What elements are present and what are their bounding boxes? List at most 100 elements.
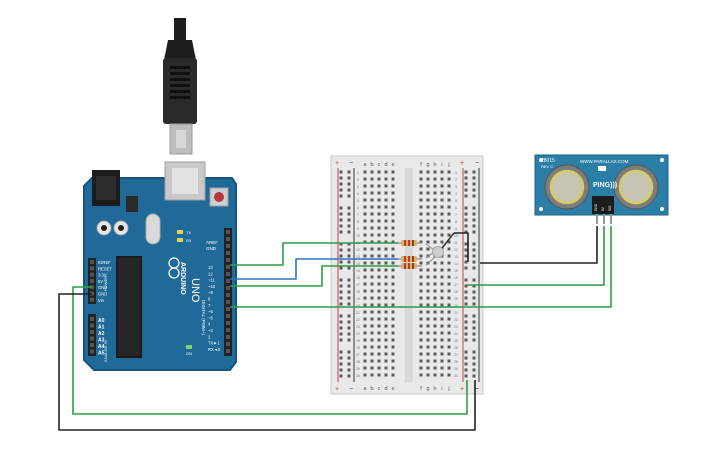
breadboard-hole[interactable]	[363, 226, 367, 230]
rail-hole[interactable]	[464, 182, 468, 186]
breadboard-hole[interactable]	[433, 233, 437, 237]
breadboard-hole[interactable]	[384, 366, 388, 370]
breadboard-hole[interactable]	[363, 177, 367, 181]
breadboard-hole[interactable]	[433, 184, 437, 188]
breadboard-hole[interactable]	[447, 268, 451, 272]
breadboard-hole[interactable]	[370, 184, 374, 188]
breadboard-hole[interactable]	[384, 170, 388, 174]
rail-hole[interactable]	[464, 206, 468, 210]
rgb-led[interactable]	[425, 232, 455, 266]
rail-hole[interactable]	[464, 296, 468, 300]
breadboard-hole[interactable]	[419, 247, 423, 251]
rail-hole[interactable]	[464, 350, 468, 354]
breadboard-hole[interactable]	[419, 226, 423, 230]
breadboard-hole[interactable]	[363, 198, 367, 202]
rail-hole[interactable]	[347, 314, 351, 318]
breadboard-hole[interactable]	[370, 345, 374, 349]
breadboard-hole[interactable]	[391, 366, 395, 370]
breadboard-hole[interactable]	[419, 261, 423, 265]
breadboard-hole[interactable]	[377, 345, 381, 349]
breadboard-hole[interactable]	[419, 254, 423, 258]
breadboard-hole[interactable]	[363, 338, 367, 342]
breadboard-hole[interactable]	[447, 345, 451, 349]
breadboard-hole[interactable]	[370, 261, 374, 265]
rail-hole[interactable]	[339, 194, 343, 198]
rail-hole[interactable]	[347, 260, 351, 264]
breadboard-hole[interactable]	[419, 240, 423, 244]
rail-hole[interactable]	[472, 362, 476, 366]
breadboard-hole[interactable]	[419, 331, 423, 335]
breadboard-hole[interactable]	[384, 184, 388, 188]
breadboard-hole[interactable]	[363, 352, 367, 356]
breadboard-hole[interactable]	[370, 289, 374, 293]
breadboard-hole[interactable]	[363, 184, 367, 188]
breadboard-hole[interactable]	[447, 226, 451, 230]
rail-hole[interactable]	[472, 260, 476, 264]
breadboard-hole[interactable]	[363, 247, 367, 251]
breadboard-hole[interactable]	[391, 338, 395, 342]
rail-hole[interactable]	[472, 266, 476, 270]
breadboard-hole[interactable]	[384, 359, 388, 363]
breadboard-hole[interactable]	[391, 317, 395, 321]
breadboard-hole[interactable]	[447, 205, 451, 209]
breadboard-hole[interactable]	[384, 261, 388, 265]
breadboard-hole[interactable]	[377, 177, 381, 181]
breadboard-hole[interactable]	[363, 219, 367, 223]
breadboard-hole[interactable]	[447, 184, 451, 188]
rail-hole[interactable]	[464, 368, 468, 372]
breadboard-hole[interactable]	[370, 198, 374, 202]
breadboard-hole[interactable]	[384, 303, 388, 307]
breadboard-hole[interactable]	[433, 366, 437, 370]
rail-hole[interactable]	[339, 368, 343, 372]
digital-pin-hole[interactable]	[226, 244, 230, 248]
breadboard-hole[interactable]	[440, 268, 444, 272]
rail-hole[interactable]	[347, 296, 351, 300]
analog-pin-hole[interactable]	[90, 330, 94, 334]
rail-hole[interactable]	[347, 230, 351, 234]
breadboard-hole[interactable]	[440, 359, 444, 363]
breadboard-hole[interactable]	[391, 359, 395, 363]
breadboard-hole[interactable]	[426, 170, 430, 174]
digital-pin-hole[interactable]	[226, 328, 230, 332]
breadboard-hole[interactable]	[370, 254, 374, 258]
breadboard-hole[interactable]	[440, 212, 444, 216]
breadboard-hole[interactable]	[391, 205, 395, 209]
breadboard-hole[interactable]	[447, 359, 451, 363]
power-pin-hole[interactable]	[90, 260, 94, 264]
resistor-2[interactable]	[397, 256, 422, 262]
rail-hole[interactable]	[339, 350, 343, 354]
breadboard-hole[interactable]	[377, 254, 381, 258]
rail-hole[interactable]	[464, 194, 468, 198]
digital-pin-hole[interactable]	[226, 342, 230, 346]
breadboard-hole[interactable]	[426, 247, 430, 251]
rail-hole[interactable]	[347, 224, 351, 228]
breadboard-hole[interactable]	[391, 191, 395, 195]
breadboard-hole[interactable]	[370, 219, 374, 223]
breadboard-hole[interactable]	[384, 373, 388, 377]
breadboard-hole[interactable]	[426, 212, 430, 216]
breadboard-hole[interactable]	[440, 226, 444, 230]
breadboard-hole[interactable]	[391, 289, 395, 293]
power-pin-hole[interactable]	[90, 266, 94, 271]
breadboard-hole[interactable]	[391, 268, 395, 272]
breadboard-hole[interactable]	[447, 331, 451, 335]
breadboard-hole[interactable]	[447, 247, 451, 251]
breadboard-hole[interactable]	[377, 184, 381, 188]
breadboard-hole[interactable]	[447, 338, 451, 342]
breadboard-hole[interactable]	[363, 205, 367, 209]
breadboard-hole[interactable]	[370, 226, 374, 230]
breadboard-hole[interactable]	[370, 268, 374, 272]
breadboard-hole[interactable]	[377, 310, 381, 314]
rail-hole[interactable]	[339, 254, 343, 258]
breadboard-hole[interactable]	[433, 212, 437, 216]
breadboard-hole[interactable]	[433, 296, 437, 300]
breadboard-hole[interactable]	[433, 352, 437, 356]
breadboard-hole[interactable]	[419, 317, 423, 321]
breadboard-hole[interactable]	[363, 366, 367, 370]
wire-pin13-to-resistor[interactable]	[230, 242, 398, 266]
breadboard-hole[interactable]	[433, 282, 437, 286]
breadboard-hole[interactable]	[447, 240, 451, 244]
rail-hole[interactable]	[472, 332, 476, 336]
rail-hole[interactable]	[347, 206, 351, 210]
wire-gnd-to-rail[interactable]	[58, 293, 476, 431]
